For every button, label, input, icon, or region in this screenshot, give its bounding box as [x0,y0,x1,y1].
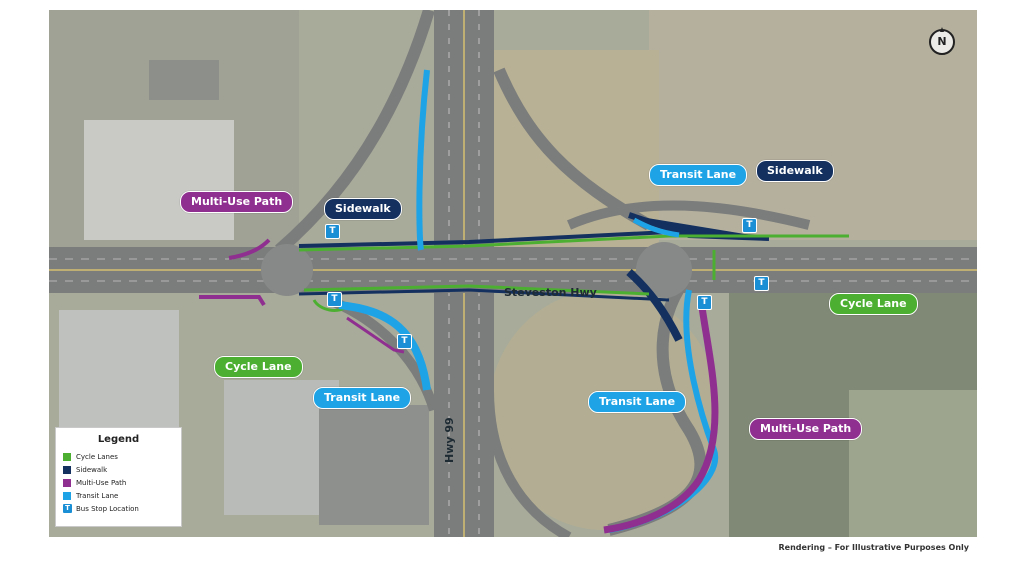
sidewalk-south [298,288,670,302]
road-label-hwy99: Hwy 99 [443,417,456,463]
callout-transit-lane-sw: Transit Lane [313,387,412,409]
multi-use-path-nw [228,238,271,260]
aerial-rendering [49,10,977,537]
ramp-se-loop-2 [484,389,572,537]
callout-cycle-lane-west: Cycle Lane [214,356,303,378]
legend-label: Bus Stop Location [76,504,139,513]
transit-lane-nw [416,69,430,251]
cycle-lane-north [298,234,849,252]
ramp-nw [275,10,435,255]
building-nw [84,120,234,240]
legend-item-sidewalk: Sidewalk [56,463,181,476]
map-legend: Legend Cycle Lanes Sidewalk Multi-Use Pa… [55,427,182,527]
legend-label: Sidewalk [76,465,108,474]
bus-stop-icon: T [397,334,412,349]
multi-use-path-swatch [63,478,71,487]
building-sw [59,310,179,430]
multi-use-path-se [603,299,719,534]
cycle-lane-south [303,284,650,296]
field-ne [649,10,977,240]
roundabout-west [261,244,313,296]
bus-stop-icon: T [63,504,72,513]
bus-stop-icon: T [327,292,342,307]
callout-transit-lane-ne: Transit Lane [649,164,748,186]
callout-multi-use-path-nw: Multi-Use Path [180,191,294,213]
sidewalk-swatch [63,465,71,474]
callout-multi-use-path-se: Multi-Use Path [749,418,863,440]
park-se [849,390,977,537]
ramp-ne-2 [566,200,811,230]
bus-stop-icon: T [325,224,340,239]
legend-item-cycle: Cycle Lanes [56,450,181,463]
roundabout-east [636,242,692,298]
sidewalk-se-island [626,269,683,342]
north-arrow-icon: N [929,27,955,55]
callout-cycle-lane-east: Cycle Lane [829,293,918,315]
parking-lot-sw [319,405,429,525]
sidewalk-north [298,230,670,248]
transit-lane-swatch [63,491,71,500]
legend-item-transit: Transit Lane [56,489,181,502]
field-north [489,50,659,260]
transit-lane-sw [338,301,431,391]
transit-lane-ne [632,217,680,238]
cycle-lane-swatch [63,452,71,461]
multi-use-path-sw [199,295,266,307]
multi-use-path-sw-2 [346,316,405,354]
legend-item-multi-use: Multi-Use Path [56,476,181,489]
callout-transit-lane-se: Transit Lane [588,391,687,413]
bus-stop-icon: T [742,218,757,233]
legend-label: Cycle Lanes [76,452,118,461]
bus-stop-icon: T [697,295,712,310]
bus-stop-icon: T [754,276,769,291]
callout-sidewalk-east: Sidewalk [756,160,834,182]
building-nw-small [149,60,219,100]
legend-title: Legend [97,434,140,445]
legend-label: Transit Lane [76,491,119,500]
road-label-steveston: Steveston Hwy [504,286,597,299]
callout-sidewalk-west: Sidewalk [324,198,402,220]
legend-label: Multi-Use Path [76,478,127,487]
legend-item-bus-stop: T Bus Stop Location [56,502,181,515]
interchange-map: N Steveston Hwy Hwy 99 T T T T T T Multi… [49,10,977,537]
rendering-footnote: Rendering – For Illustrative Purposes On… [778,543,969,552]
